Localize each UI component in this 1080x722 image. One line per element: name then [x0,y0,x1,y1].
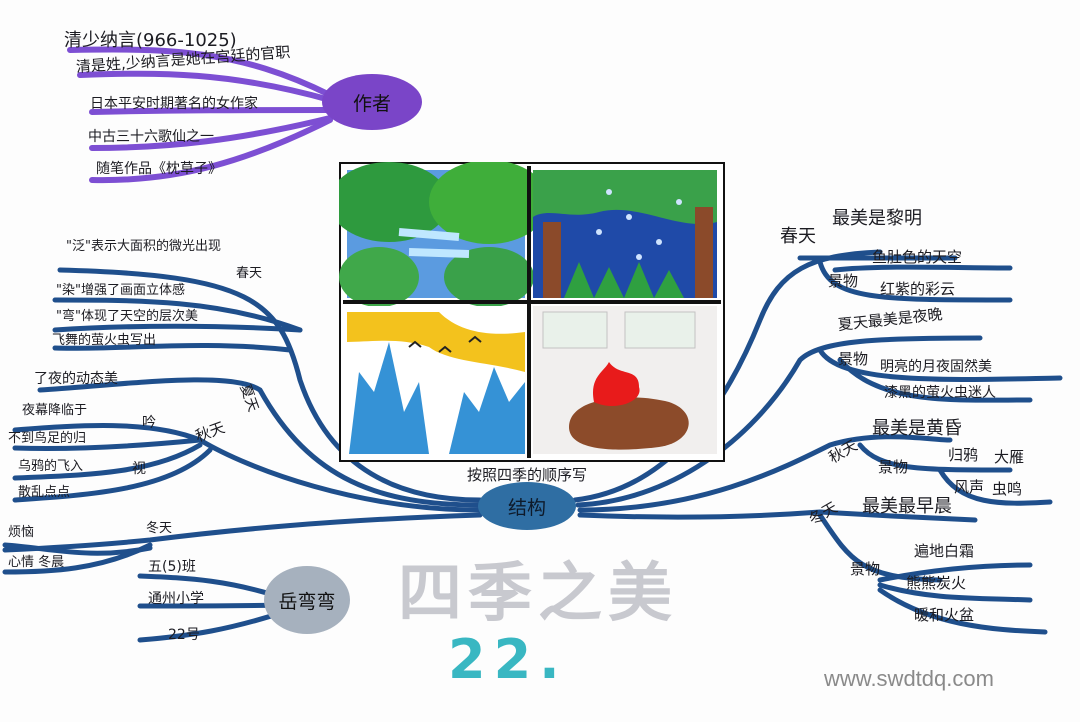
summer-item-2: 漆黑的萤火虫迷人 [884,385,996,401]
autumn-item-3: 风声 [954,478,985,496]
branch-spring-left [57,267,483,503]
watermark: www.swdtdq.com [824,666,994,691]
branch-autumn-left [12,423,483,513]
branch-autumn-right [577,434,953,513]
autumn-best: 最美是黄昏 [872,418,962,439]
branch-winter-right [577,509,978,523]
summer-picture [533,170,717,298]
summer-scene: 景物 [838,350,869,368]
lesson-number: 22. [448,628,568,691]
student-number: 22号 [168,627,200,643]
left-autumn-line-1: 夜幕降临于 [22,403,88,418]
spring-best: 最美是黎明 [832,208,922,229]
student-school: 通州小学 [148,591,204,607]
branch-summer-left [37,377,483,508]
poster-title: 四季之美 [398,556,678,631]
winter-scene: 景物 [850,560,881,578]
winter-item-1: 遍地白霜 [914,542,975,560]
left-winter-line-1: 心情 冬晨 [8,555,65,570]
author-line-4: 中古三十六歌仙之一 [88,129,214,145]
left-autumn-line-2: 不到鸟足的归 [8,431,87,446]
autumn-picture [347,306,525,454]
winter-item-2: 熊熊炭火 [906,574,967,592]
spring-item-1: 鱼肚色的天空 [872,248,963,266]
left-spring-line-3: "弯"体现了天空的层次美 [56,309,198,324]
winter-item-3: 暖和火盆 [914,606,975,624]
winter-best: 最美最早晨 [862,496,952,517]
author-branch-2 [77,70,333,103]
left-summer-line-2: 了夜的动态美 [34,371,118,387]
winter-picture [533,306,717,454]
author-line-1: 清少纳言(966-1025) [64,30,237,51]
left-spring-line-2: "染"增强了画面立体感 [56,283,185,298]
autumn-item-4: 虫鸣 [992,480,1023,498]
spring-item-2: 红紫的彩云 [880,280,956,298]
author-hub: 作者 [322,74,422,130]
autumn-item-2: 大雁 [994,448,1025,466]
left-autumn-line-3: 乌鸦的飞入 [18,459,84,474]
summer-item-1: 明亮的月夜固然美 [880,359,992,375]
branch-summer-right [575,335,983,508]
left-spring-line-1: "泛"表示大面积的微光出现 [66,239,221,254]
center-caption: 按照四季的顺序写 [467,466,588,484]
center-hub: 结构 [478,482,576,530]
author-branch-1 [67,46,333,98]
left-summer-line-1: 飞舞的萤火虫写出 [52,333,157,348]
left-winter-label: 冬天 [146,521,173,536]
branch-winter-left [2,512,483,553]
spring-scene: 景物 [828,272,859,290]
autumn-item-1: 归鸦 [948,446,979,464]
left-autumn-line-4: 散乱点点 [18,485,71,500]
left-winter-top: 烦恼 [8,525,35,540]
left-autumn-side-1: 吟 [142,415,156,431]
spring-picture [329,160,549,307]
four-seasons-drawing [329,160,727,464]
spring-label: 春天 [780,226,816,247]
student-name-hub: 岳弯弯 [264,566,350,634]
author-line-5: 随笔作品《枕草子》 [96,161,222,177]
autumn-scene: 景物 [878,458,909,476]
author-line-3: 日本平安时期著名的女作家 [90,96,258,112]
left-spring-label: 春天 [236,266,263,281]
student-class: 五(5)班 [148,559,196,575]
left-autumn-side-2: 视 [132,461,146,477]
